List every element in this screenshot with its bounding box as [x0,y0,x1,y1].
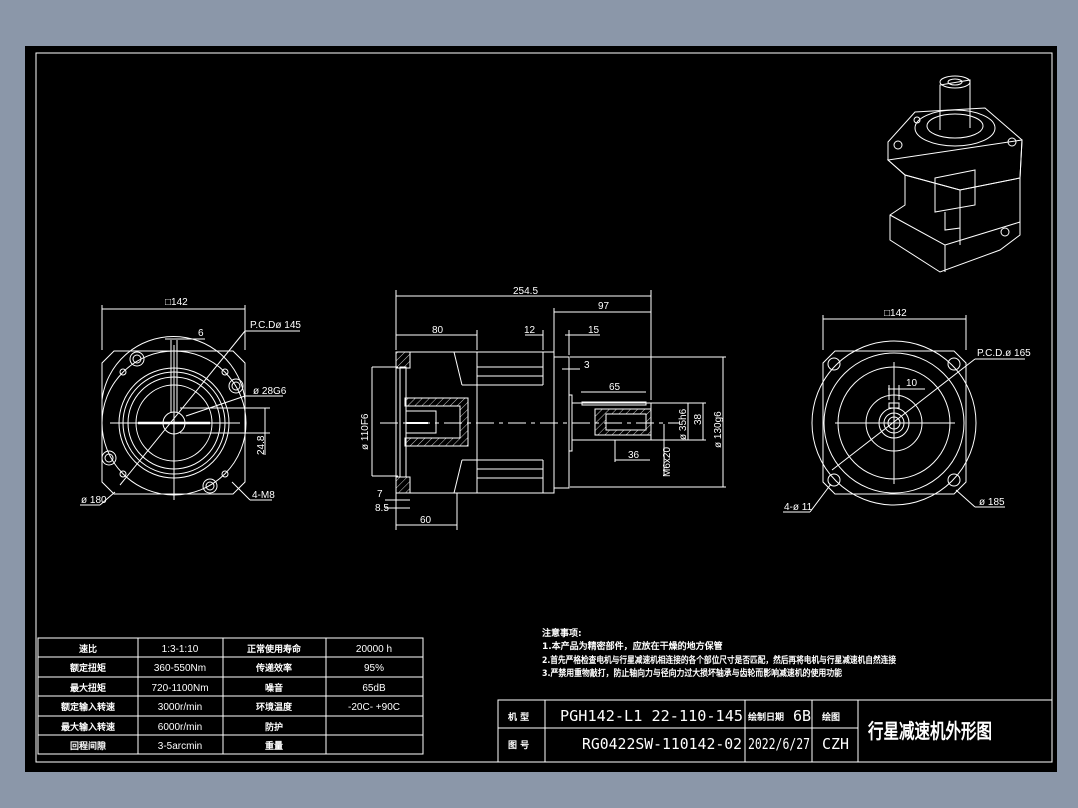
output-flange-view: □142 P.C.D.ø 165 10 4-ø 11 ø 185 [783,308,1031,513]
spec-label: 最大扭矩 [70,682,106,694]
spec-value: 65dB [362,683,386,694]
drawing-sheet: □142 P.C.Dø 145 6 ø 28G6 24.8 ø 180 4-M8 [25,46,1057,772]
spec-value: 3-5arcmin [158,741,202,752]
model-label: 机 型 [508,711,529,723]
dim-pilot: ø 110F6 [360,413,371,450]
dim-60: 60 [420,515,432,526]
drawer-label: 绘图 [822,711,840,723]
model-value: PGH142-L1 22-110-145 [560,707,743,725]
dim-key-width: 10 [906,378,918,389]
dim-key-length: 65 [609,382,621,393]
spec-value: 360-550Nm [154,663,206,674]
spec-table: 速比 1:3-1:10 正常使用寿命 20000 h 额定扭矩 360-550N… [37,637,424,755]
dim-holes: 4-M8 [252,490,275,501]
dim-key-width: 6 [198,328,204,339]
notes-title: 注意事项: [542,627,582,639]
dim-flange-length: 80 [432,325,444,336]
dim-outer: ø 185 [979,497,1005,508]
dim-output-pilot: ø 130g6 [713,411,724,448]
spec-value: 3000r/min [158,702,202,713]
note-item: 3.严禁用重物敲打，防止轴向力与径向力过大损坏轴承与齿轮而影响减速机的使用功能 [542,667,842,679]
title-block: 机 型 PGH142-L1 22-110-145 图 号 RG0422SW-11… [497,699,1053,763]
spec-label: 环境温度 [256,701,293,713]
dim-shaft-38: 38 [693,413,704,425]
dim-outer: ø 180 [81,495,107,506]
spec-label: 速比 [79,643,97,655]
isometric-view [886,75,1023,273]
dim-key-height: 24.8 [256,435,267,455]
dim-pcd: P.C.D.ø 165 [977,348,1031,359]
dim-output-length: 97 [598,301,610,312]
drawing-no-label: 图 号 [508,740,529,751]
dim-15: 15 [588,325,600,336]
note-item: 1.本产品为精密部件，应放在干燥的地方保管 [542,640,723,652]
note-item: 2.首先严格检查电机与行星减速机相连接的各个部位尺寸是否匹配，然后再将电机与行星… [542,654,896,666]
spec-label: 重量 [265,740,283,752]
drawer-value: CZH [822,735,849,753]
dim-7: 7 [377,489,383,500]
spec-label: 防护 [265,721,283,733]
spec-label: 额定输入转速 [61,701,115,713]
dim-holes: 4-ø 11 [784,502,813,513]
spec-label: 回程间隙 [70,740,106,752]
dim-total-length: 254.5 [513,286,538,297]
technical-notes: 注意事项: 1.本产品为精密部件，应放在干燥的地方保管 2.首先严格检查电机与行… [542,627,896,679]
drawing-title: 行星减速机外形图 [867,719,992,743]
dim-8-5: 8.5 [375,503,389,514]
dim-thread: M6x20 [662,447,673,477]
dim-square: □142 [165,297,188,308]
date-value: 2022/6/27 [748,735,810,753]
spec-label: 噪音 [265,682,283,694]
dim-12: 12 [524,325,536,336]
spec-value: 20000 h [356,644,392,655]
date-suffix: 6B [793,707,811,725]
spec-label: 最大输入转速 [61,721,115,733]
dim-3: 3 [584,360,590,371]
spec-value: 6000r/min [158,722,202,733]
cad-drawing: □142 P.C.Dø 145 6 ø 28G6 24.8 ø 180 4-M8 [35,52,1053,763]
spec-value: 720-1100Nm [151,683,208,694]
spec-value: -20C- +90C [348,702,400,713]
side-section-view: 254.5 97 80 12 15 3 65 36 ø 110F6 ø 130g… [360,286,726,530]
dim-square: □142 [884,308,907,319]
spec-value: 1:3-1:10 [162,644,199,655]
date-label: 绘制日期 [748,711,784,723]
spec-label: 正常使用寿命 [247,643,302,655]
dim-shaft-dia: ø 35h6 [678,408,689,440]
spec-label: 额定扭矩 [70,662,106,674]
spec-label: 传递效率 [255,662,292,674]
drawing-no-value: RG0422SW-110142-02 [582,735,742,753]
input-flange-view: □142 P.C.Dø 145 6 ø 28G6 24.8 ø 180 4-M8 [80,297,301,506]
dim-thread-depth: 36 [628,450,640,461]
spec-value: 95% [364,663,384,674]
dim-pcd: P.C.Dø 145 [250,320,301,331]
dim-bore: ø 28G6 [253,386,287,397]
